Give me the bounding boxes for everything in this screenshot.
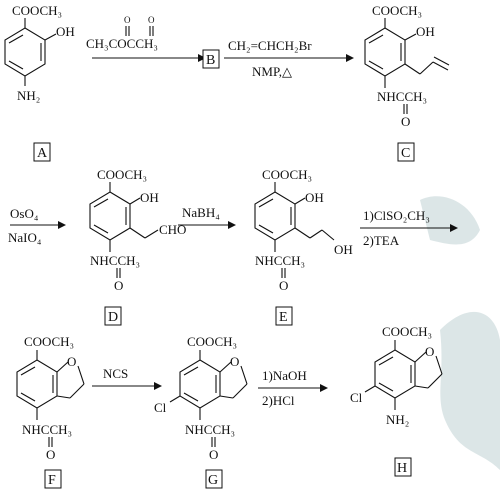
h-cooch3: COOCH₃ [382,324,432,339]
g-cooch3: COOCH₃ [187,334,237,349]
g-nhcch3: NHCCH₃ [185,422,235,437]
arrow-g-h: 1)NaOH 2)HCl [258,368,328,408]
d-nhcch3: NHCCH₃ [90,253,140,268]
g-o: O [209,447,218,462]
compound-a: COOCH₃ OH NH₂ A [4,3,75,162]
oso4: OsO₄ [10,206,39,221]
compound-d: COOCH₃ OH CHO NHCCH₃ O D [89,167,186,326]
c-nhcch3: NHCCH₃ [377,89,427,104]
arrow-c-d: OsO₄ NaIO₄ [8,206,66,245]
compound-c: COOCH₃ OH NHCCH₃ O C [364,3,450,162]
f-o-ring: O [67,354,76,369]
arrow-b-c: CH₂=CHCH₂Br NMP,△ [224,38,354,79]
e-nhcch3: NHCCH₃ [255,253,305,268]
d-cho: CHO [159,222,186,237]
h-nh2: NH₂ [386,412,409,427]
g-o-ring: O [230,354,239,369]
e-cooch3: COOCH₃ [262,167,312,182]
c-cooch3: COOCH₃ [372,3,422,18]
c-o: O [401,114,410,129]
allyl-bromide: CH₂=CHCH₂Br [228,38,312,53]
label-g: G [208,473,218,488]
d-oh: OH [140,190,159,205]
f-cooch3: COOCH₃ [24,334,74,349]
arrow-d-e: NaBH₄ [178,205,236,229]
f-nhcch3: NHCCH₃ [22,422,72,437]
label-d: D [108,310,118,325]
arrow-f-g: NCS [92,366,162,390]
ac2o-reagent: CH₃COCCH₃ [86,36,158,51]
label-e: E [279,310,288,325]
label-f: F [48,473,56,488]
compound-e: COOCH₃ OH OH NHCCH₃ O E [254,167,353,326]
arrow-e-f: 1)ClSO₂CH₃ 2)TEA [360,208,458,248]
d-cooch3: COOCH₃ [97,167,147,182]
h-cl: Cl [350,390,363,405]
arrow-a-b: CH₃COCCH₃ O O [86,15,206,62]
a-cooch3: COOCH₃ [12,3,62,18]
f-o: O [46,447,55,462]
ac2o-o2: O [148,15,155,25]
watermark [420,196,500,470]
a-nh2: NH₂ [17,88,40,103]
a-oh: OH [56,24,75,39]
tea: 2)TEA [363,233,400,248]
naio4: NaIO₄ [8,230,42,245]
label-h: H [397,461,407,476]
hcl: 2)HCl [262,393,295,408]
e-o: O [279,278,288,293]
naoh: 1)NaOH [262,368,307,383]
c-oh: OH [416,24,435,39]
nmp-heat: NMP,△ [252,64,292,79]
g-cl: Cl [154,400,167,415]
d-o: O [114,278,123,293]
compound-h: COOCH₃ O Cl NH₂ H [350,324,443,477]
label-b: B [206,53,215,68]
compound-f: COOCH₃ O NHCCH₃ O F [16,334,85,489]
label-a: A [37,146,48,161]
nabh4: NaBH₄ [182,205,220,220]
clso2ch3: 1)ClSO₂CH₃ [363,208,430,223]
e-oh-chain: OH [334,242,353,257]
compound-g: COOCH₃ O Cl NHCCH₃ O G [154,334,248,489]
compound-b: B [202,49,220,69]
label-c: C [401,146,410,161]
e-oh-ring: OH [305,190,324,205]
ac2o-o1: O [124,15,131,25]
ncs: NCS [103,366,128,381]
h-o-ring: O [425,344,434,359]
